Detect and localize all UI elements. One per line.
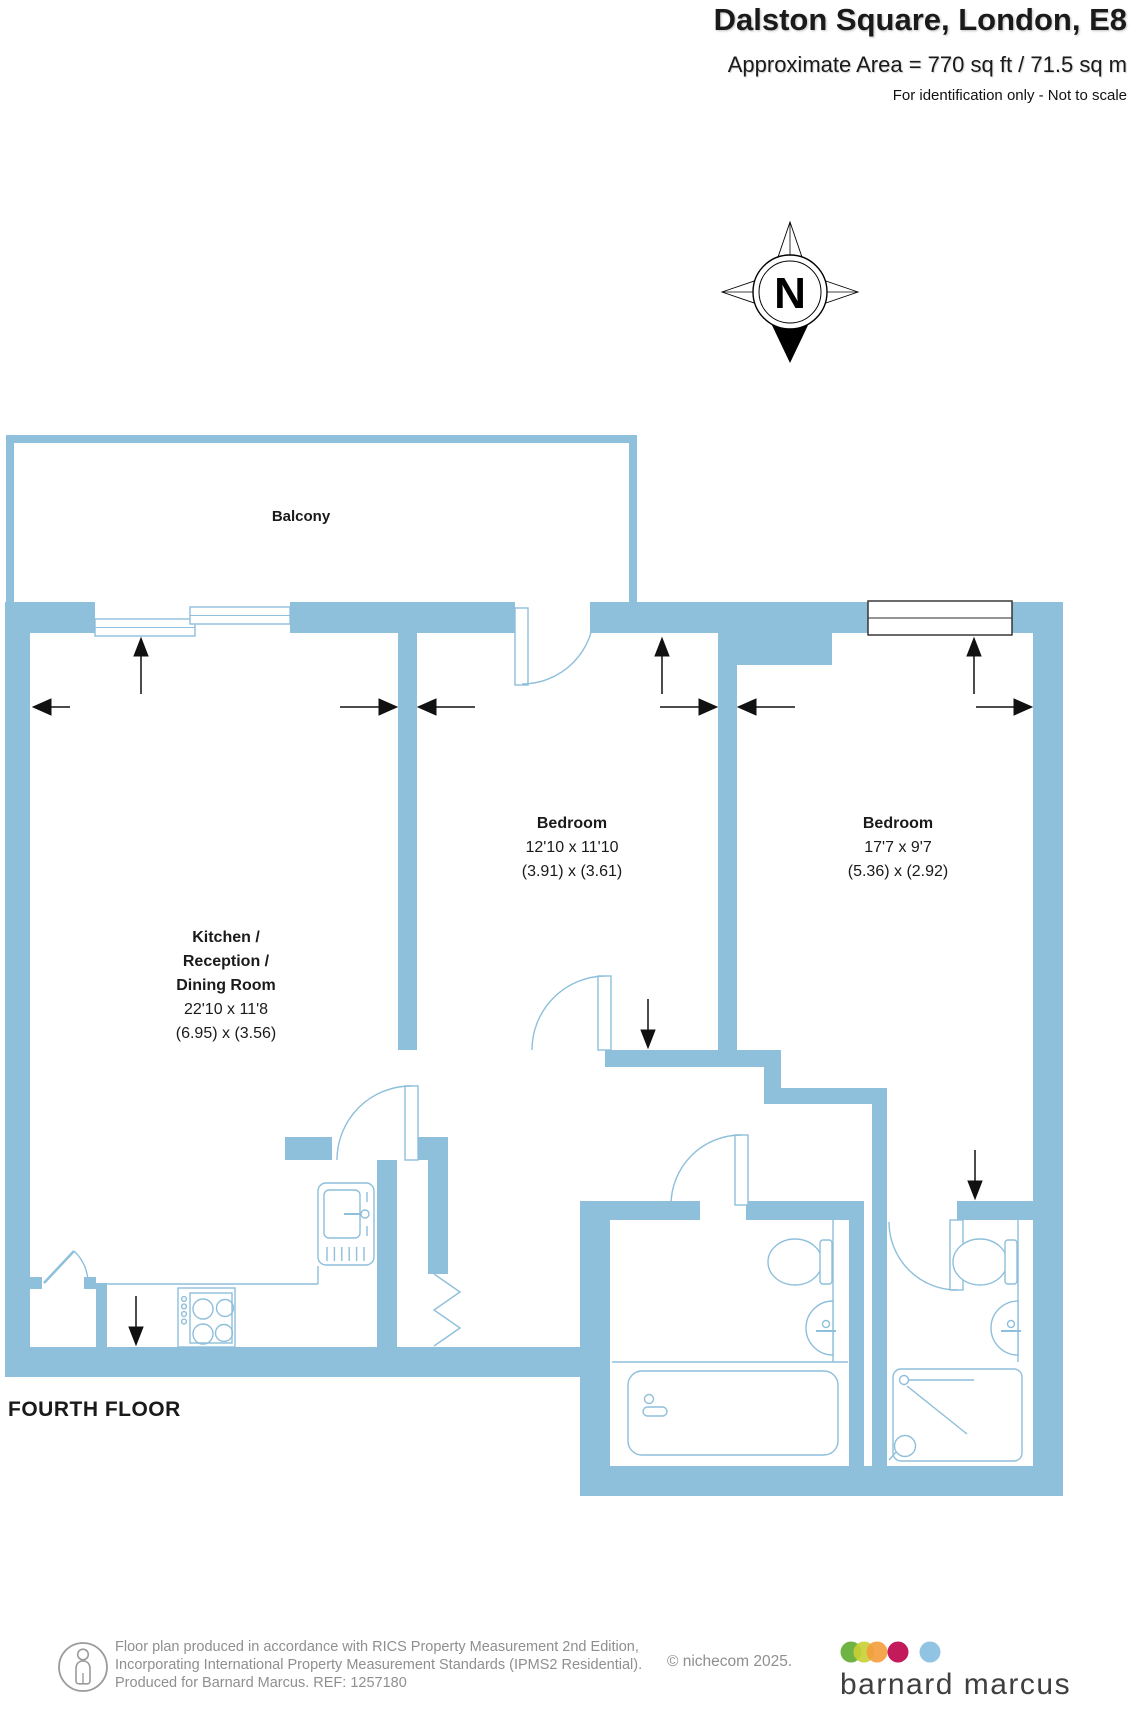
arrow-divider1-left: [340, 698, 399, 716]
bedroom2-name: Bedroom: [862, 815, 934, 832]
arrow-divider2-left: [660, 698, 719, 716]
arrow-bedroom1-up: [654, 636, 670, 694]
brand-dots-icon: [840, 1641, 941, 1663]
kitchen-dims-metric: (6.95) x (3.56): [175, 1025, 277, 1042]
nichecom-copyright: © nichecom 2025.: [667, 1653, 793, 1670]
kitchen-label: Kitchen / Reception / Dining Room 22'10 …: [116, 926, 336, 1046]
arrow-divider1-right: [416, 698, 475, 716]
stove-icon: [177, 1287, 236, 1348]
shower-icon: [888, 1368, 1023, 1462]
bedroom2-window-icon: [867, 600, 1013, 636]
bedroom2-dims-imperial: 17'7 x 9'7: [864, 839, 932, 856]
dimension-arrows: [31, 636, 1034, 1347]
arrow-kitchen-up: [133, 636, 149, 694]
entrance-door-icon: [43, 1250, 89, 1284]
bifold-door-icon: [432, 1273, 462, 1347]
kitchen-label-line2: Reception /: [182, 953, 270, 970]
bedroom1-dims-metric: (3.91) x (3.61): [521, 863, 623, 880]
floor-label: FOURTH FLOOR: [8, 1398, 181, 1421]
balcony-label: Balcony: [271, 508, 331, 525]
balcony-door-icon: [514, 607, 595, 686]
kitchen-label-line1: Kitchen /: [192, 929, 260, 946]
bedroom1-dims-imperial: 12'10 x 11'10: [525, 839, 619, 856]
bedroom2-dims-metric: (5.36) x (2.92): [847, 863, 949, 880]
bedroom1-label: Bedroom 12'10 x 11'10 (3.91) x (3.61): [467, 812, 677, 884]
walls: [5, 435, 1063, 1496]
counter-line: [96, 1266, 319, 1285]
arrow-divider2-right: [736, 698, 795, 716]
person-scale-icon: [58, 1642, 108, 1692]
compass-north-label: N: [774, 269, 806, 318]
toilet-icon-1: [767, 1238, 833, 1286]
arrow-left-wall: [31, 698, 70, 716]
kitchen-fixtures: [96, 1182, 375, 1348]
dot-magenta: [887, 1641, 909, 1663]
page-title: Dalston Square, London, E8: [713, 2, 1127, 37]
arrow-bedroom2-down: [967, 1150, 983, 1201]
dot-blue: [919, 1641, 941, 1663]
bathtub-icon: [627, 1370, 839, 1456]
dot-orange: [866, 1641, 888, 1663]
footer-line2: Incorporating International Property Mea…: [115, 1657, 643, 1673]
arrow-bedroom2-up: [966, 636, 982, 694]
bathroom1-door-icon: [670, 1134, 749, 1206]
bedroom1-door-icon: [531, 975, 612, 1051]
kitchen-window-icon: [94, 606, 291, 637]
disclaimer-note: For identification only - Not to scale: [892, 87, 1127, 104]
drainer: [326, 1247, 365, 1261]
windows: [94, 600, 1013, 637]
bedroom2-label: Bedroom 17'7 x 9'7 (5.36) x (2.92): [793, 812, 1003, 884]
brand-wordmark: barnard marcus: [840, 1668, 1072, 1701]
kitchen-sink-icon: [317, 1182, 375, 1266]
basin-icon-2: [990, 1300, 1021, 1356]
area-subtitle: Approximate Area = 770 sq ft / 71.5 sq m: [727, 52, 1127, 77]
basin-icon-1: [805, 1300, 836, 1356]
hall-door-icon: [336, 1085, 419, 1161]
footer-line3: Produced for Barnard Marcus. REF: 125718…: [115, 1675, 407, 1691]
bathroom-fixtures: [612, 1220, 1023, 1462]
arrow-bedroom1-down: [640, 999, 656, 1050]
compass-icon: N: [720, 220, 860, 363]
footer-line1: Floor plan produced in accordance with R…: [115, 1639, 639, 1655]
arrow-kitchen-down: [128, 1296, 144, 1347]
kitchen-dims-imperial: 22'10 x 11'8: [183, 1001, 269, 1018]
kitchen-label-line3: Dining Room: [176, 977, 276, 994]
arrow-right-wall: [976, 698, 1034, 716]
bathroom2-door-icon: [888, 1219, 964, 1291]
bedroom1-name: Bedroom: [536, 815, 608, 832]
header: Dalston Square, London, E8 Approximate A…: [367, 0, 1127, 106]
toilet-icon-2: [952, 1238, 1018, 1286]
